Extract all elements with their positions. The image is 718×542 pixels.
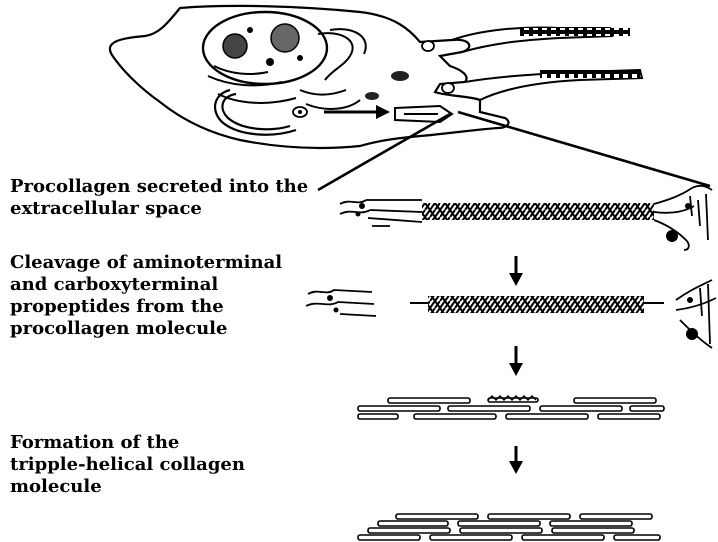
collagen-molecules-assembly: [358, 398, 664, 419]
step-arrow-3: [509, 446, 523, 474]
step-label-secretion: Procollagen secreted into the extracellu…: [10, 176, 308, 220]
secretion-arrow: [324, 105, 390, 119]
step-label-line: molecule: [10, 476, 245, 498]
step-label-line: Procollagen secreted into the: [10, 176, 308, 198]
aminoterminal-propeptide: [306, 290, 376, 316]
step-label-line: propeptides from the: [10, 296, 282, 318]
procollagen-chain-lower: [540, 70, 640, 78]
golgi-apparatus: [215, 90, 296, 135]
step-label-line: Cleavage of aminoterminal: [10, 252, 282, 274]
step-label-cleavage: Cleavage of aminoterminal and carboxyter…: [10, 252, 282, 340]
step-label-line: and carboxyterminal: [10, 274, 282, 296]
step-label-line: Formation of the: [10, 432, 245, 454]
exocytosis-site: [395, 106, 452, 122]
collagen-fibril: [358, 514, 660, 540]
zoom-lines: [318, 112, 710, 190]
procollagen-molecule: [340, 186, 712, 250]
step-arrow-2: [509, 346, 523, 376]
triple-helix-domain: [422, 203, 654, 220]
procollagen-chain-upper: [520, 28, 630, 36]
collagen-helix-cleaved: [410, 296, 664, 313]
step-label-line: extracellular space: [10, 198, 308, 220]
step-label-formation: Formation of the tripple-helical collage…: [10, 432, 245, 498]
step-label-line: procollagen molecule: [10, 318, 282, 340]
step-arrow-1: [509, 256, 523, 286]
carboxyterminal-propeptide: [676, 280, 716, 348]
step-label-line: tripple-helical collagen: [10, 454, 245, 476]
cell-membrane: [110, 6, 509, 148]
